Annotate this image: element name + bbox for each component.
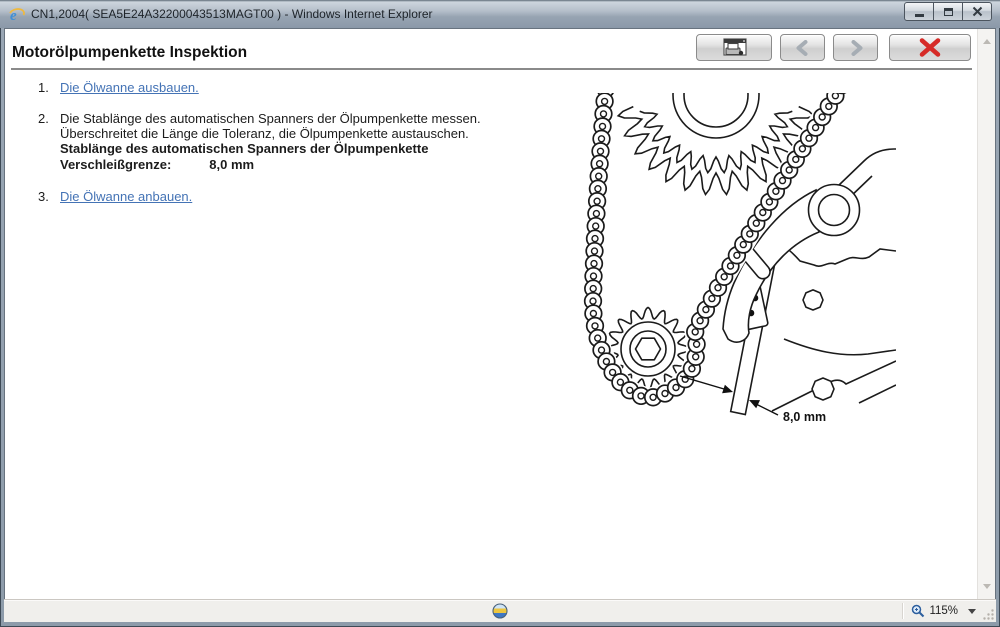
internet-explorer-icon: e [9, 8, 25, 23]
statusbar-separator [902, 603, 904, 619]
bolt-hole-lower [811, 377, 835, 401]
step-number: 1. [38, 80, 49, 95]
minimize-button[interactable] [904, 2, 934, 21]
bolt-hole-upper [802, 289, 824, 311]
measure-arrow-left [722, 384, 733, 394]
title-bar[interactable]: e CN1,2004( SEA5E24A32200043513MAGT00 ) … [0, 0, 1000, 28]
close-window-button[interactable] [962, 2, 992, 21]
scroll-up-button[interactable] [978, 33, 995, 50]
zoom-magnifier-icon [912, 604, 925, 618]
print-button[interactable] [696, 34, 772, 61]
spec-value: 8,0 mm [209, 156, 255, 172]
step-number: 2. [38, 111, 49, 126]
chevron-right-icon [851, 39, 862, 56]
step-2: 2. Die Stablänge des automatischen Spann… [38, 111, 481, 172]
spec-heading: Stablänge des automatischen Spanners der… [60, 141, 429, 157]
oil-pump-chain-diagram: 8,0 mm [582, 93, 896, 424]
link-oelwanne-ausbauen[interactable]: Die Ölwanne ausbauen. [60, 80, 199, 95]
print-icon [723, 37, 747, 56]
link-oelwanne-anbauen[interactable]: Die Ölwanne anbauen. [60, 189, 193, 204]
svg-text:e: e [10, 8, 17, 23]
minimize-icon [914, 14, 924, 17]
close-page-button[interactable] [889, 34, 971, 61]
page-title: Motorölpumpenkette Inspektion [12, 44, 248, 61]
maximize-button[interactable] [933, 2, 963, 21]
vertical-scrollbar[interactable] [977, 29, 995, 599]
dimension-label: 8,0 mm [783, 410, 826, 424]
caret-down-icon [968, 608, 976, 614]
zoom-level-value: 115% [929, 605, 958, 617]
window-title: CN1,2004( SEA5E24A32200043513MAGT00 ) - … [31, 7, 433, 21]
close-icon [972, 6, 982, 17]
measure-arrow-right [749, 400, 760, 409]
internet-zone-globe-icon [492, 603, 508, 619]
status-bar: 115% [4, 599, 996, 622]
page-toolbar [696, 34, 971, 61]
scroll-down-button[interactable] [978, 578, 995, 595]
spec-label: Verschleißgrenze: [60, 156, 172, 172]
document-area: Motorölpumpenkette Inspektion 1. Die Ölw… [4, 28, 996, 600]
heading-divider [11, 68, 972, 70]
back-button[interactable] [780, 34, 825, 61]
maximize-icon [943, 7, 953, 16]
step-1: 1. Die Ölwanne ausbauen. [38, 80, 199, 95]
resize-grip[interactable] [982, 608, 995, 621]
triangle-down-icon [982, 584, 991, 589]
step-text-line2: Überschreitet die Länge die Toleranz, di… [60, 126, 469, 142]
triangle-up-icon [982, 39, 991, 44]
step-text-line1: Die Stablänge des automatischen Spanners… [60, 111, 481, 126]
zoom-level-control[interactable]: 115% [902, 600, 990, 622]
forward-button[interactable] [833, 34, 878, 61]
red-x-icon [919, 38, 941, 57]
chevron-left-icon [796, 39, 807, 56]
step-number: 3. [38, 189, 49, 204]
step-3: 3. Die Ölwanne anbauen. [38, 189, 192, 204]
oil-pump-chain [583, 93, 847, 407]
window-controls [904, 2, 992, 21]
